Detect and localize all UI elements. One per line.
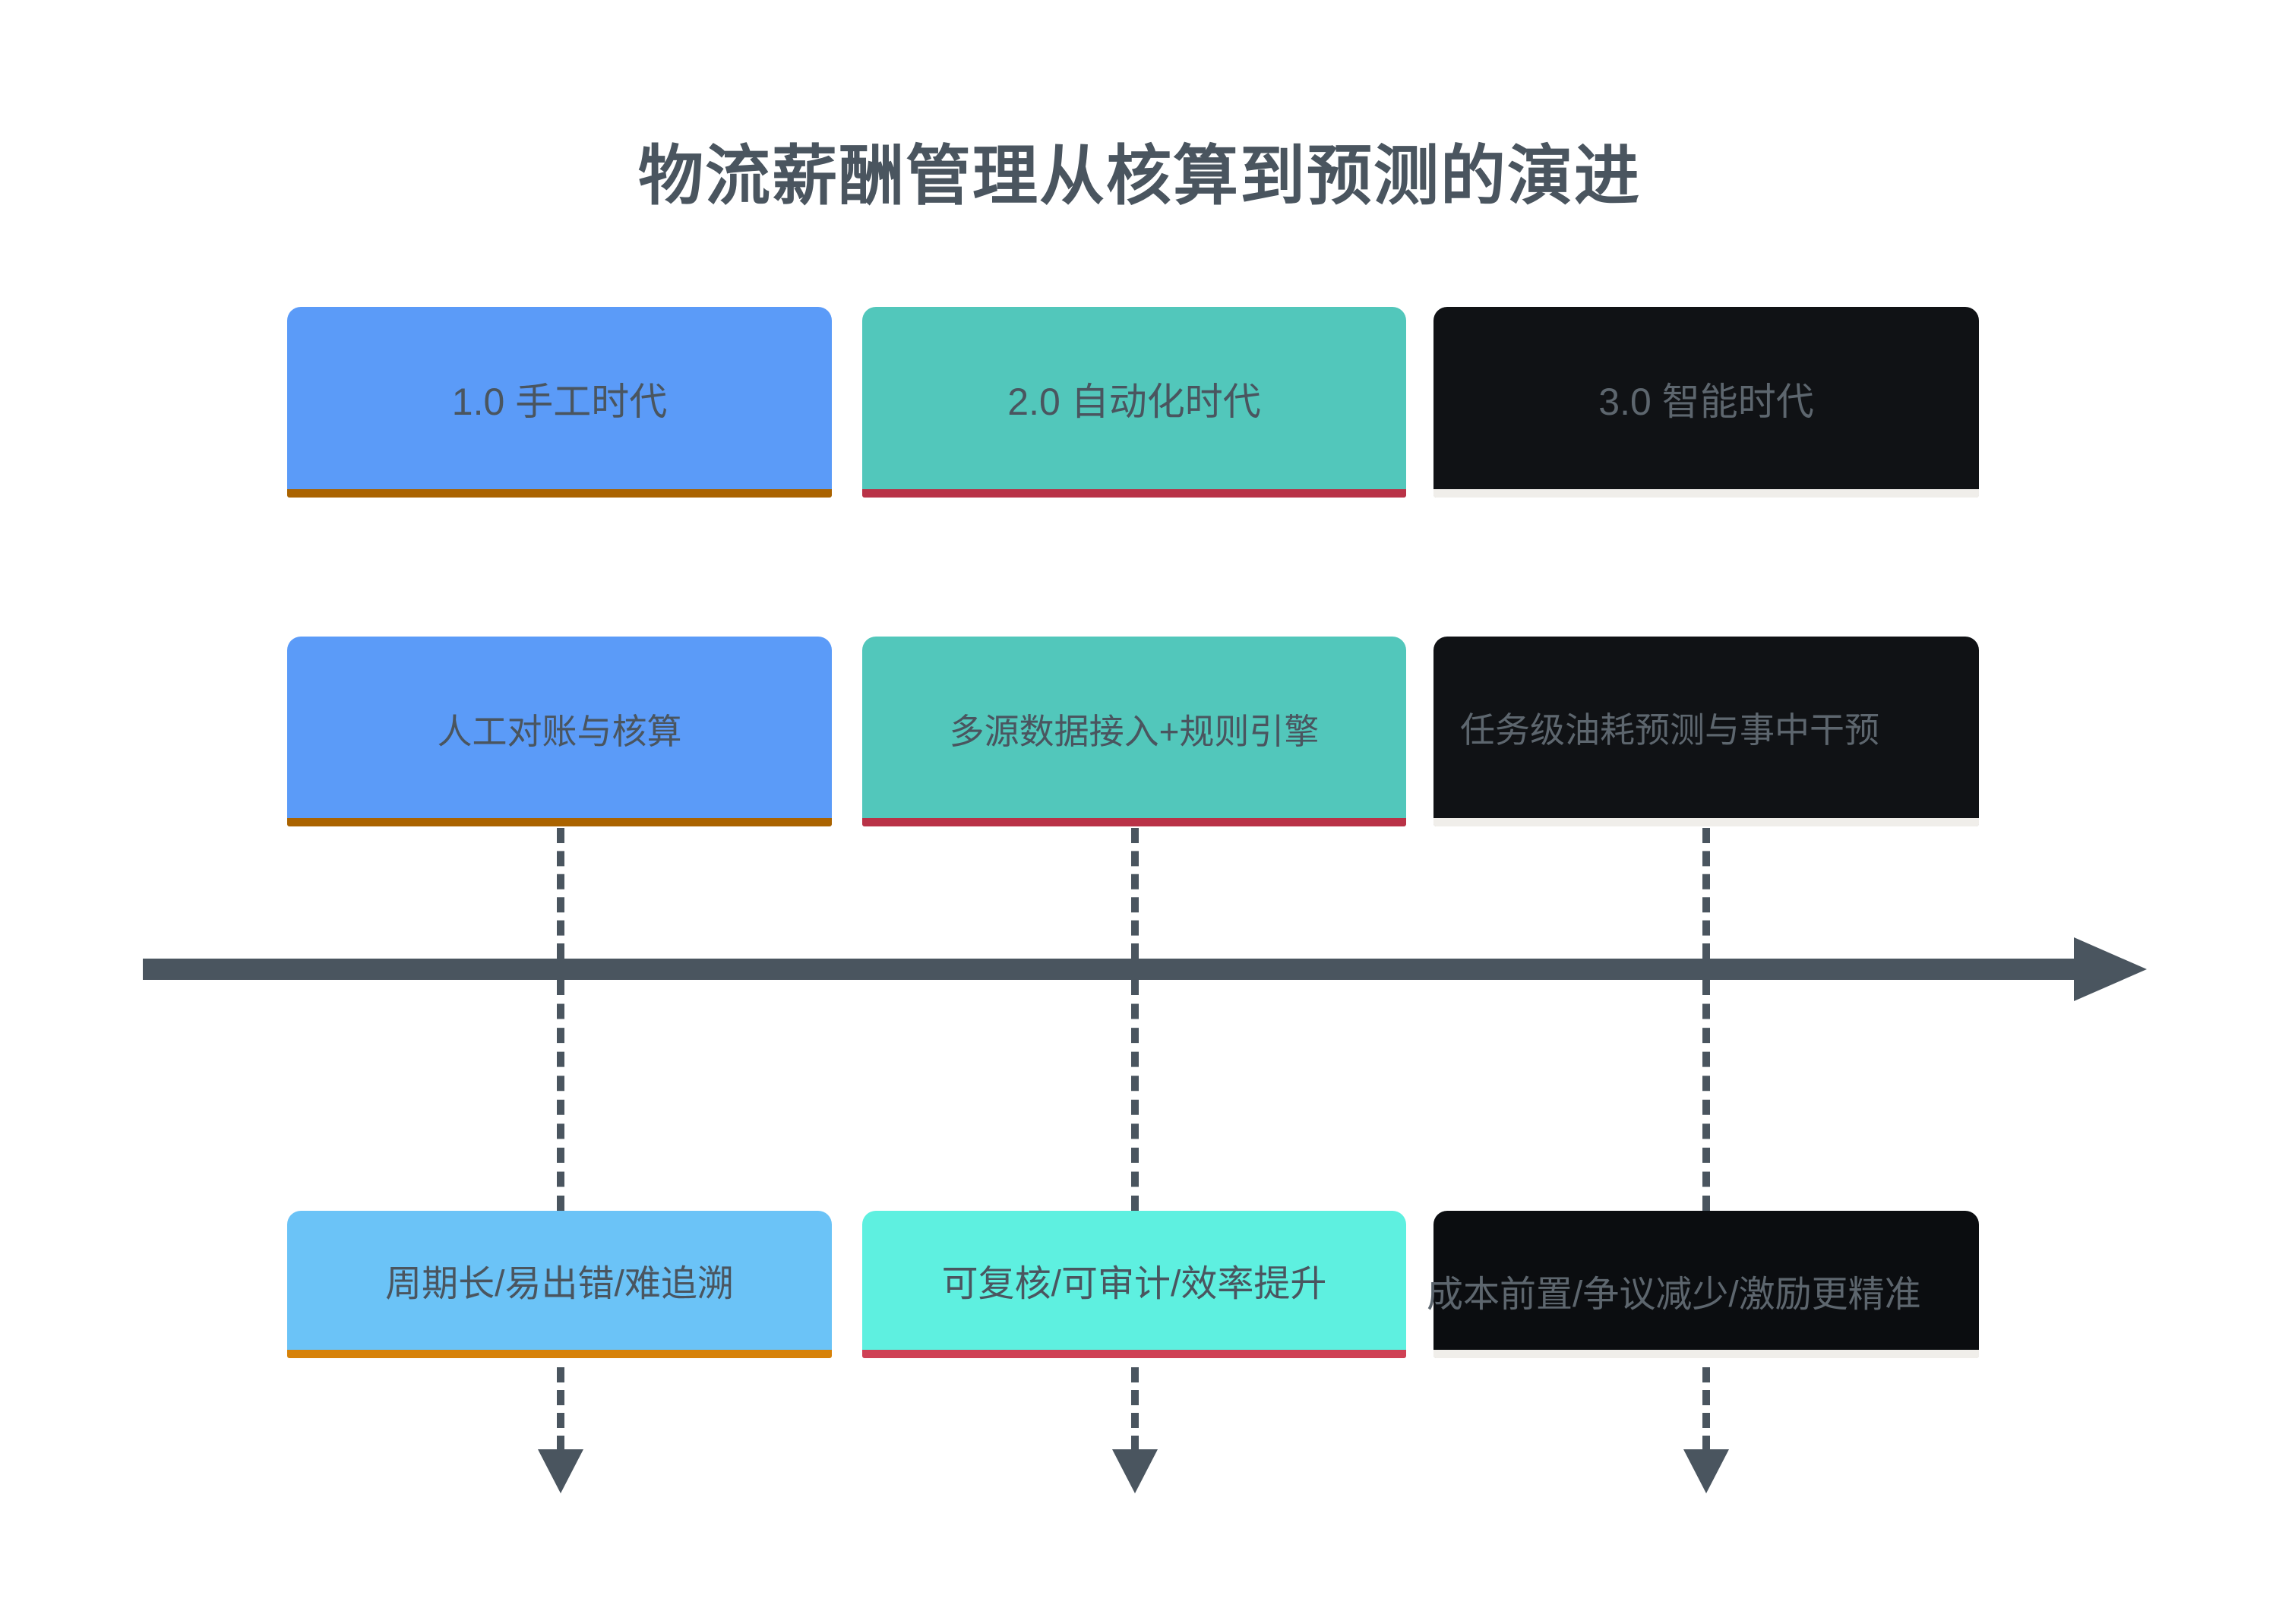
connector-stage-3-lower — [1702, 1367, 1710, 1451]
stage-2-outcome-label: 可复核/可审计/效率提升 — [941, 1264, 1327, 1305]
stage-3-outcome-underbar — [1433, 1350, 1979, 1358]
stage-1-header-underbar — [287, 489, 832, 498]
timeline-axis — [143, 959, 2084, 980]
stage-2-outcome-card[interactable]: 可复核/可审计/效率提升 — [862, 1211, 1406, 1358]
stage-1-outcome-card[interactable]: 周期长/易出错/难追溯 — [287, 1211, 832, 1358]
timeline-arrowhead-icon — [2074, 937, 2147, 1001]
stage-1-capability-label: 人工对账与核算 — [437, 711, 682, 751]
stage-1-outcome-label: 周期长/易出错/难追溯 — [385, 1264, 734, 1305]
stage-2-down-arrowhead-icon — [1112, 1449, 1158, 1493]
connector-stage-2-upper — [1131, 828, 1139, 959]
stage-2-capability-underbar — [862, 818, 1406, 826]
connector-stage-2-lower — [1131, 1367, 1139, 1451]
stage-3-header-card[interactable]: 3.0 智能时代 — [1433, 307, 1979, 498]
stage-1-outcome-underbar — [287, 1350, 832, 1358]
stage-1-capability-card[interactable]: 人工对账与核算 — [287, 637, 832, 826]
stage-1-header-label: 1.0 手工时代 — [451, 380, 668, 423]
stage-3-capability-underbar — [1433, 818, 1979, 826]
stage-3-outcome-label: 成本前置/争议减少/激励更精准 — [1427, 1275, 1921, 1315]
stage-3-header-label: 3.0 智能时代 — [1598, 380, 1814, 423]
stage-3-capability-label: 任务级油耗预测与事中干预 — [1460, 710, 1879, 750]
page-title: 物流薪酬管理从核算到预测的演进 — [638, 140, 1641, 213]
stage-3-capability-card[interactable] — [1433, 637, 1979, 826]
stage-2-capability-card[interactable]: 多源数据接入+规则引擎 — [862, 637, 1406, 826]
connector-stage-1-upper — [557, 828, 564, 959]
stage-3-down-arrowhead-icon — [1683, 1449, 1729, 1493]
stage-2-outcome-underbar — [862, 1350, 1406, 1358]
connector-stage-3-upper — [1702, 828, 1710, 959]
connector-stage-1-lower — [557, 1367, 564, 1451]
stage-1-header-card[interactable]: 1.0 手工时代 — [287, 307, 832, 498]
stage-3-header-underbar — [1433, 489, 1979, 498]
connector-stage-2-mid — [1131, 980, 1139, 1211]
stage-3-outcome-card[interactable] — [1433, 1211, 1979, 1358]
stage-1-capability-underbar — [287, 818, 832, 826]
stage-2-capability-label: 多源数据接入+规则引擎 — [949, 711, 1320, 751]
connector-stage-1-mid — [557, 980, 564, 1211]
stage-2-header-underbar — [862, 489, 1406, 498]
stage-2-header-label: 2.0 自动化时代 — [1007, 380, 1261, 423]
stage-1-down-arrowhead-icon — [538, 1449, 583, 1493]
stage-2-header-card[interactable]: 2.0 自动化时代 — [862, 307, 1406, 498]
connector-stage-3-mid — [1702, 980, 1710, 1211]
